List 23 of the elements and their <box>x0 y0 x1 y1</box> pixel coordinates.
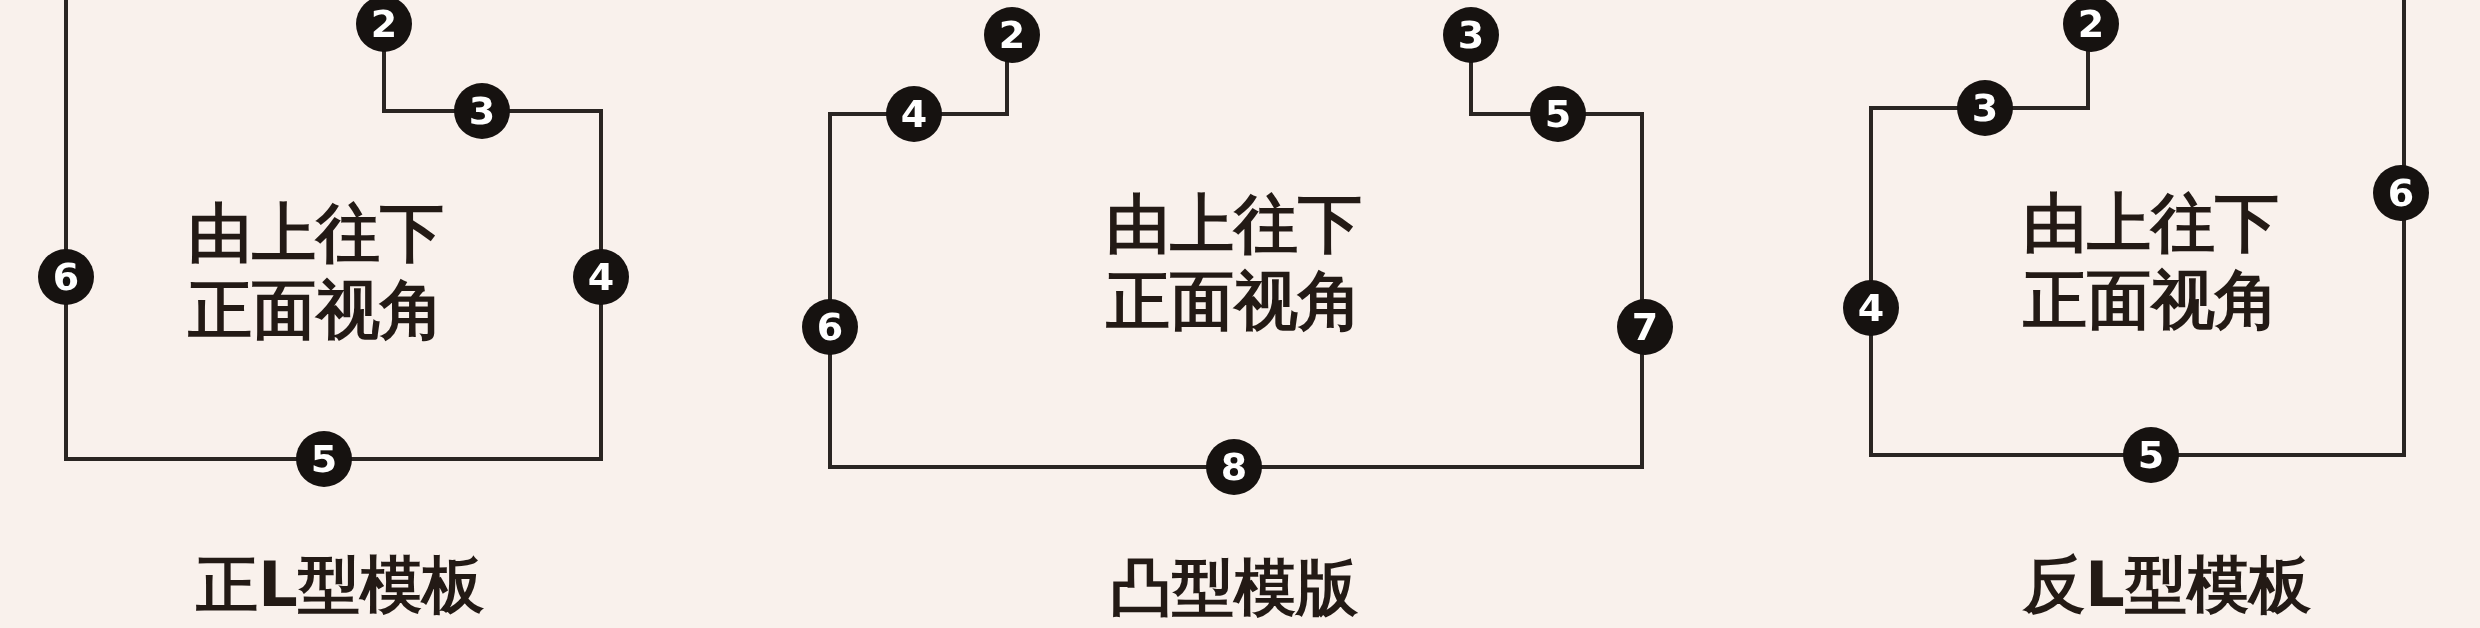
template-title: 凸型模版 <box>1110 553 1358 623</box>
view-note: 由上往下正面视角 <box>188 195 446 349</box>
callout-number: 2 <box>984 7 1040 63</box>
callout-number: 4 <box>1843 280 1899 336</box>
callout-number: 3 <box>1957 80 2013 136</box>
callout-number: 5 <box>2123 427 2179 483</box>
callout-number: 6 <box>2373 165 2429 221</box>
callout-number: 2 <box>356 0 412 52</box>
template-title: 正L型模板 <box>196 550 484 620</box>
callout-number: 3 <box>1443 7 1499 63</box>
callout-number: 5 <box>1530 86 1586 142</box>
callout-number: 8 <box>1206 439 1262 495</box>
view-note: 由上往下正面视角 <box>1106 186 1364 340</box>
callout-number: 3 <box>454 83 510 139</box>
callout-number: 7 <box>1617 299 1673 355</box>
callout-number: 6 <box>38 249 94 305</box>
callout-number: 5 <box>296 431 352 487</box>
template-title: 反L型模板 <box>2023 550 2311 620</box>
callout-number: 4 <box>886 86 942 142</box>
callout-number: 6 <box>802 299 858 355</box>
view-note: 由上往下正面视角 <box>2023 185 2281 339</box>
callout-number: 2 <box>2063 0 2119 52</box>
callout-number: 4 <box>573 249 629 305</box>
